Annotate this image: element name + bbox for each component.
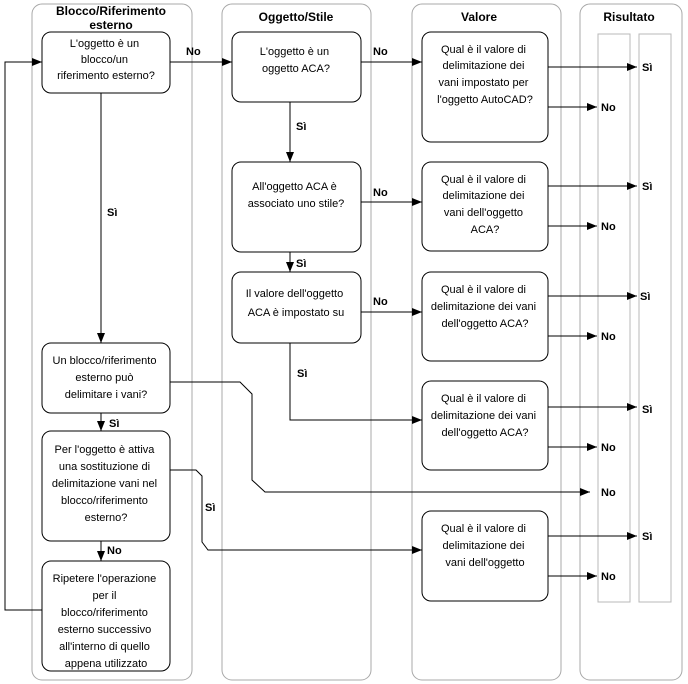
edge-label-no: No	[373, 187, 388, 199]
v-aca2-text: Qual è il valore di delimitazione dei va…	[431, 284, 539, 330]
q-sostituzione-box	[41, 430, 171, 542]
q-valore-aca-text: Il valore dell'oggetto ACA è impostato s…	[246, 288, 347, 319]
connectors	[4, 58, 637, 611]
v-aca2-box	[421, 271, 549, 362]
result-column-si	[597, 33, 631, 603]
result-no: No	[601, 221, 616, 233]
edge-label-si: Sì	[297, 368, 307, 380]
v-oggetto-text: Qual è il valore di delimitazione dei va…	[441, 523, 529, 569]
v-aca1-box	[421, 161, 549, 252]
lane-header-blocco-2: esterno	[89, 18, 132, 32]
lane-header-valore: Valore	[461, 10, 497, 24]
lane-header-risultato: Risultato	[603, 10, 654, 24]
lane-header-oggetto: Oggetto/Stile	[259, 10, 334, 24]
edge-label-si: Sì	[296, 121, 306, 133]
result-no: No	[601, 102, 616, 114]
edge-label-no: No	[107, 545, 122, 557]
ripetere-text: Ripetere l'operazione per il blocco/rife…	[53, 573, 160, 670]
q-blocco-text: L'oggetto è un blocco/un riferimento est…	[57, 38, 155, 82]
ripetere-box	[41, 560, 171, 672]
v-autocad-text: Qual è il valore di delimitazione dei va…	[437, 44, 533, 106]
edge-label-si: Sì	[205, 502, 215, 514]
result-no: No	[601, 487, 616, 499]
edge-label-si: Sì	[107, 207, 117, 219]
edge-label-no: No	[373, 296, 388, 308]
result-si: Sì	[642, 531, 652, 543]
q-aca-text: L'oggetto è un oggetto ACA?	[260, 46, 332, 75]
q-stile-box	[231, 161, 362, 253]
result-si: Sì	[642, 404, 652, 416]
lane-risultato	[579, 3, 683, 681]
result-si: Sì	[642, 181, 652, 193]
edge-label-si: Sì	[109, 418, 119, 430]
edge-label-no: No	[373, 46, 388, 58]
result-si: Sì	[642, 62, 652, 74]
lane-oggetto	[221, 3, 372, 681]
v-oggetto-box	[421, 510, 549, 602]
result-no: No	[601, 331, 616, 343]
v-aca3-text: Qual è il valore di delimitazione dei va…	[431, 393, 539, 439]
q-blocco-delim-box	[41, 342, 171, 414]
q-valore-aca-box	[231, 271, 362, 344]
lane-blocco	[31, 3, 193, 681]
result-si: Sì	[640, 291, 650, 303]
v-aca1-text: Qual è il valore di delimitazione dei va…	[441, 174, 529, 236]
result-no: No	[601, 571, 616, 583]
edge-label-no: No	[186, 46, 201, 58]
v-autocad-box	[421, 31, 549, 143]
q-aca-box	[231, 31, 362, 103]
q-sostituzione-text: Per l'oggetto è attiva una sostituzione …	[52, 444, 160, 524]
v-aca3-box	[421, 380, 549, 471]
q-blocco-box	[41, 31, 171, 94]
edge-label-si: Sì	[296, 258, 306, 270]
q-blocco-delim-text: Un blocco/riferimento esterno può delimi…	[53, 355, 160, 401]
lane-valore	[411, 3, 562, 681]
result-column-no	[638, 33, 672, 603]
q-stile-text: All'oggetto ACA è associato uno stile?	[248, 181, 345, 210]
result-no: No	[601, 442, 616, 454]
lane-header-blocco-1: Blocco/Riferimento	[56, 4, 166, 18]
